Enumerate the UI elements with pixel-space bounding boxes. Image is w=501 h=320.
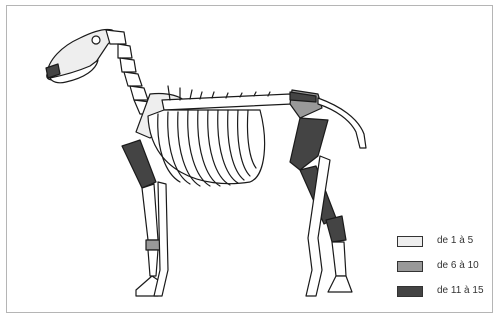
hoof-hind	[328, 276, 352, 292]
legend-swatch-6-10	[397, 261, 423, 272]
humerus	[122, 140, 156, 188]
legend-label-6-10: de 6 à 10	[437, 260, 479, 271]
legend-label-11-15: de 11 à 15	[437, 285, 484, 296]
cannon-front	[148, 250, 158, 276]
legend-swatch-11-15	[397, 286, 423, 297]
legend-label-1-5: de 1 à 5	[437, 235, 473, 246]
carpus-front	[146, 240, 160, 250]
cannon-hind	[332, 242, 346, 276]
radius	[142, 184, 158, 240]
hock	[326, 216, 346, 242]
eye-socket	[92, 36, 100, 44]
legend-swatch-1-5	[397, 236, 423, 247]
